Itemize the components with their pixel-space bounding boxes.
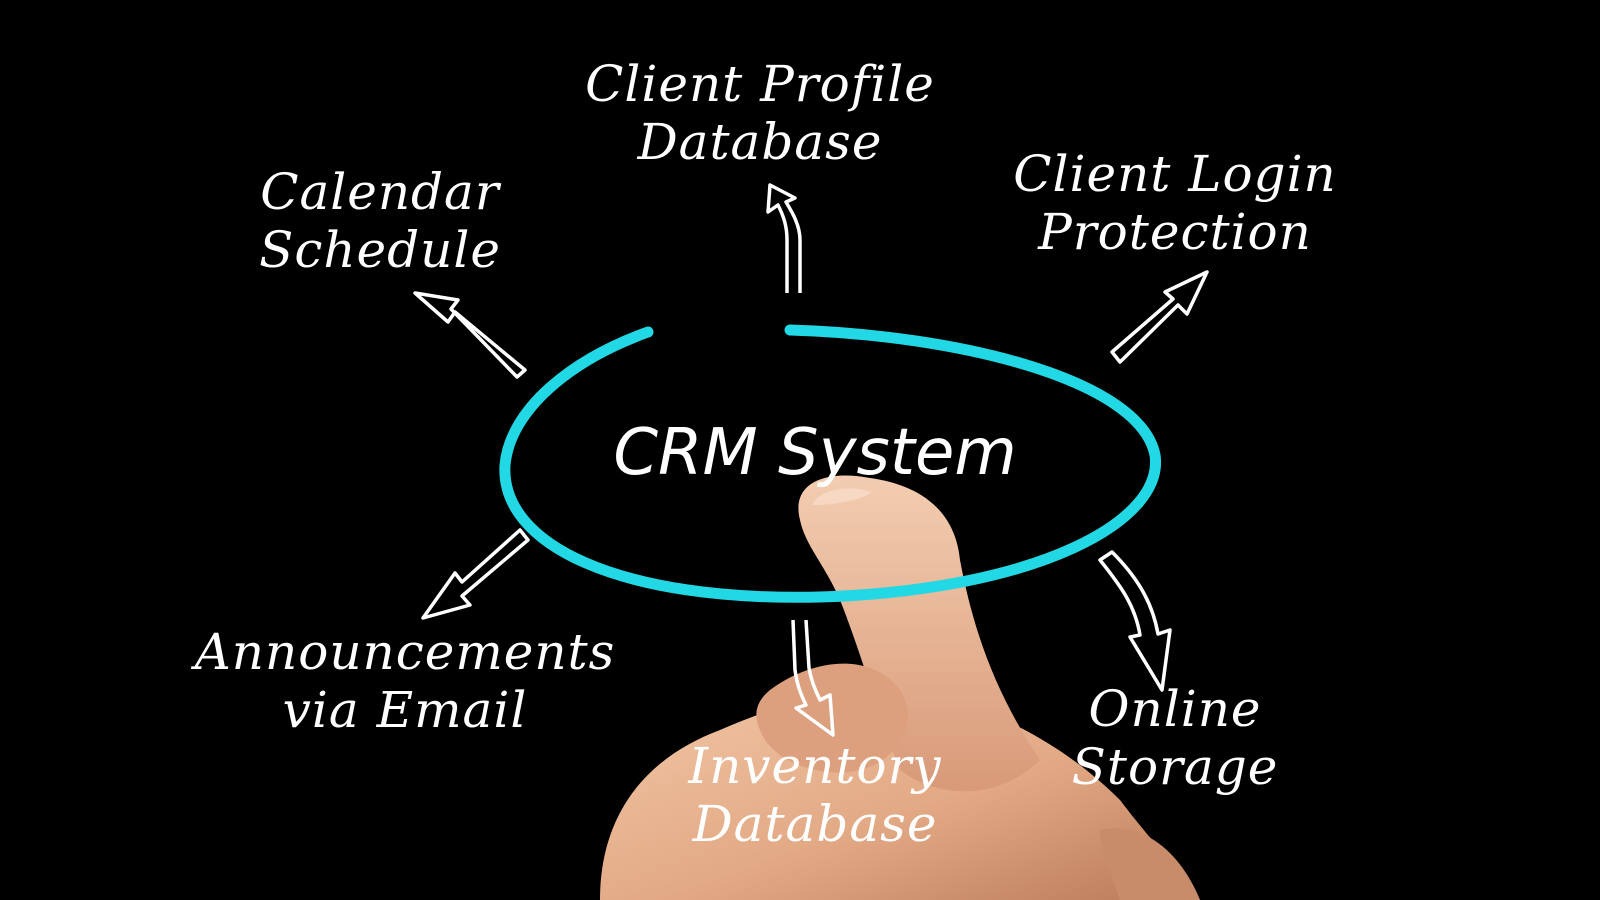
- node-line: Calendar: [260, 163, 500, 221]
- arrow-lower-right-icon: [1098, 550, 1172, 692]
- center-title: CRM System: [613, 416, 1017, 490]
- node-line: Schedule: [259, 221, 501, 279]
- node-client-login-protection: Client Login Protection: [975, 145, 1375, 261]
- node-line: Inventory: [688, 737, 942, 795]
- node-calendar-schedule: Calendar Schedule: [215, 163, 545, 279]
- node-announcements-via-email: Announcements via Email: [150, 623, 660, 739]
- arrow-upper-left-icon: [413, 291, 527, 379]
- node-line: Client Profile: [585, 55, 935, 113]
- node-inventory-database: Inventory Database: [660, 737, 970, 853]
- node-line: via Email: [282, 681, 528, 739]
- node-online-storage: Online Storage: [1045, 680, 1305, 796]
- node-line: Database: [637, 113, 883, 171]
- arrow-down-icon: [791, 619, 835, 737]
- node-line: Protection: [1038, 203, 1312, 261]
- arrow-up-icon: [766, 183, 802, 293]
- arrow-lower-left-icon: [421, 528, 530, 620]
- node-line: Storage: [1071, 738, 1279, 796]
- arrow-upper-right-icon: [1110, 270, 1209, 364]
- center-ellipse: [499, 324, 1162, 603]
- node-line: Database: [692, 795, 938, 853]
- node-line: Online: [1088, 680, 1262, 738]
- node-line: Client Login: [1013, 145, 1337, 203]
- node-client-profile-database: Client Profile Database: [540, 55, 980, 171]
- node-line: Announcements: [194, 623, 616, 681]
